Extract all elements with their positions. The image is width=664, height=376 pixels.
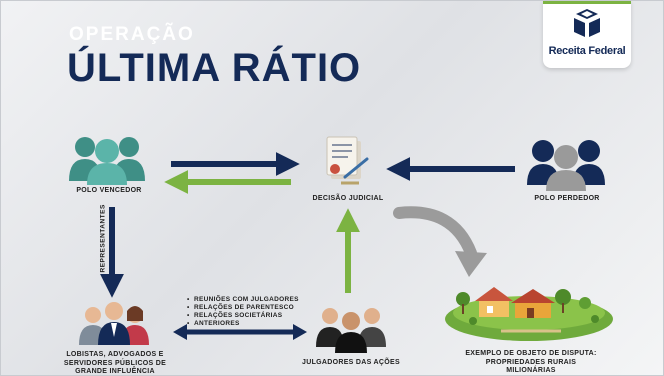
decisao-judicial-label: DECISÃO JUDICIAL [312,195,384,202]
relation-item: RELAÇÕES SOCIETÁRIAS [187,312,299,320]
exemplo-label: EXEMPLO DE OBJETO DE DISPUTA: PROPRIEDAD… [463,350,599,375]
receita-federal-logo: Receita Federal [543,1,631,68]
decisao-judicial-icon [326,136,369,185]
polo-vencedor-icon [69,137,145,185]
pretitle: OPERAÇÃO [69,24,195,45]
julgadores-label: JULGADORES DAS AÇÕES [302,359,400,366]
exemplo-label-line1: EXEMPLO DE OBJETO DE DISPUTA: [465,350,597,357]
page-title: ÚLTIMA RÁTIO [67,46,362,90]
lobistas-icon [79,302,149,345]
relation-item: REUNIÕES COM JULGADORES [187,296,299,304]
representantes-label: REPRESENTANTES [99,204,107,273]
logo-text: Receita Federal [548,45,626,57]
lobistas-label-line3: GRANDE INFLUÊNCIA [75,368,155,375]
arrow-relations-double [173,324,307,340]
polo-perdedor-label: POLO PERDEDOR [534,195,600,202]
julgadores-icon [316,308,386,353]
relations-list: REUNIÕES COM JULGADORES RELAÇÕES DE PARE… [187,296,299,328]
receita-federal-emblem-icon [574,9,600,37]
polo-vencedor-label: POLO VENCEDOR [76,187,142,194]
exemplo-label-line3: MILIONÁRIAS [506,367,556,374]
lobistas-label-line2: SERVIDORES PÚBLICOS DE [63,359,167,367]
relation-item-continued: ANTERIORES [187,320,299,328]
lobistas-label: LOBISTAS, ADVOGADOS E SERVIDORES PÚBLICO… [59,351,171,375]
exemplo-label-line2: PROPRIEDADES RURAIS [485,358,577,366]
curved-arrow-to-property [393,206,487,277]
relation-item: RELAÇÕES DE PARENTESCO [187,304,299,312]
lobistas-label-line1: LOBISTAS, ADVOGADOS E [66,351,164,358]
polo-perdedor-icon [527,140,605,191]
rural-property-icon [445,287,613,341]
